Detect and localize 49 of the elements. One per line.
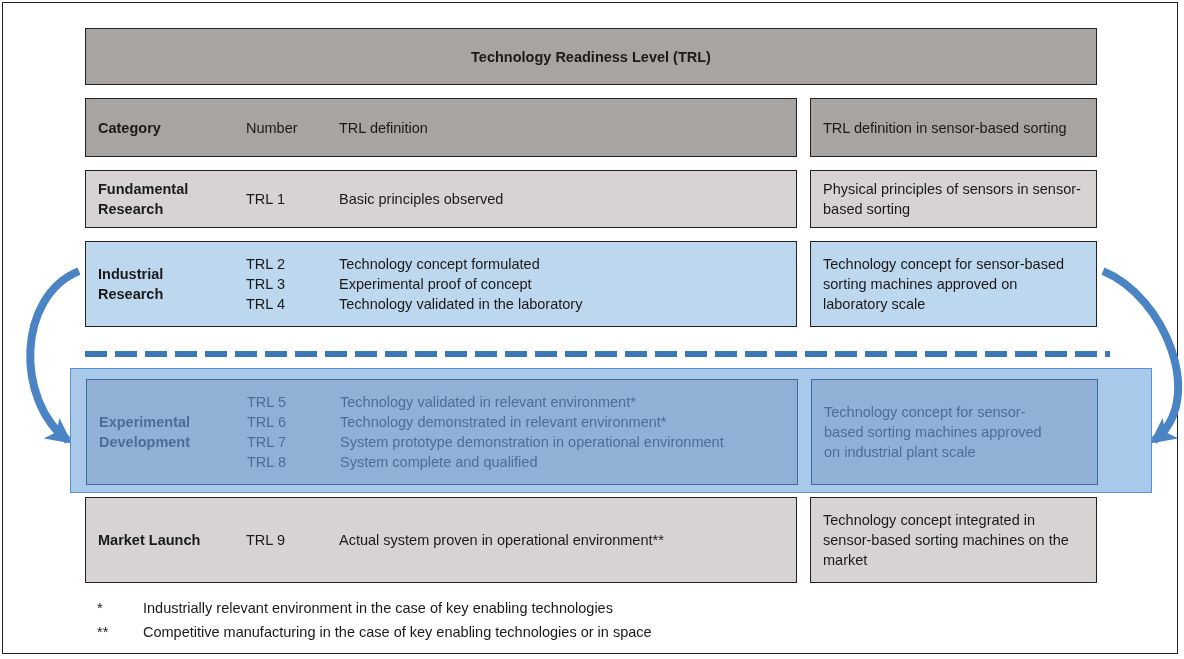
table-row-box: [810, 170, 1097, 228]
table-row-box: [86, 379, 798, 485]
trl-definition: Technology validated in relevant environment*: [340, 393, 636, 412]
column-header: TRL definition: [339, 118, 428, 138]
trl-number: TRL 5: [247, 393, 286, 412]
curved-arrow: [1101, 267, 1183, 445]
trl-number: TRL 4: [246, 295, 285, 314]
footnote-mark: **: [97, 623, 109, 642]
category-label: Fundamental Research: [98, 180, 190, 219]
curved-arrow: [26, 267, 81, 444]
column-header: Category: [98, 118, 162, 138]
table-row-box: [85, 170, 797, 228]
category-label: Market Launch: [98, 531, 202, 550]
footnote-mark: *: [97, 599, 103, 618]
trl-definition: Technology validated in the laboratory: [339, 295, 583, 314]
trl-definition: System prototype demonstration in operational environment: [340, 433, 724, 452]
table-row-box: [85, 497, 797, 583]
trl-number: TRL 7: [247, 433, 286, 452]
sorting-definition-text: Physical principles of sensors in sensor-based sorting: [823, 180, 1082, 219]
table-row-box: [811, 379, 1098, 485]
sorting-definition-text: Technology concept for sensor-based sorting machines approved on laboratory scale: [823, 255, 1065, 314]
band-box: [70, 368, 1152, 493]
trl-definition: Technology concept formulated: [339, 255, 540, 274]
table-row-box: [85, 98, 797, 157]
trl-number: TRL 3: [246, 275, 285, 294]
table-row-box: [810, 241, 1097, 327]
trl-number: TRL 1: [246, 190, 285, 209]
footnote-text: Industrially relevant environment in the case of key enabling technologies: [143, 599, 613, 618]
title-bar: [85, 28, 1097, 85]
sorting-definition-text: TRL definition in sensor-based sorting: [823, 118, 1068, 138]
category-label: Industrial Research: [98, 265, 165, 304]
trl-number: TRL 6: [247, 413, 286, 432]
trl-number: TRL 2: [246, 255, 285, 274]
footnote-text: Competitive manufacturing in the case of key enabling technologies or in space: [143, 623, 652, 642]
column-header: Number: [246, 118, 298, 138]
trl-definition: Technology demonstrated in relevant environment*: [340, 413, 667, 432]
trl-definition: Experimental proof of concept: [339, 275, 532, 294]
trl-definition: Actual system proven in operational environment**: [339, 531, 664, 550]
trl-number: TRL 8: [247, 453, 286, 472]
table-row-box: [85, 241, 797, 327]
trl-definition: System complete and qualified: [340, 453, 538, 472]
table-row-box: [810, 98, 1097, 157]
title-text: Technology Readiness Level (TRL): [470, 47, 712, 67]
trl-definition: Basic principles observed: [339, 190, 504, 209]
sorting-definition-text: Technology concept for sensor-based sorting machines approved on industrial plant scale: [824, 403, 1043, 462]
sorting-definition-text: Technology concept integrated in sensor-based sorting machines on the market: [823, 511, 1070, 570]
category-label: Experimental Development: [99, 413, 192, 452]
trl-number: TRL 9: [246, 531, 285, 550]
table-row-box: [810, 497, 1097, 583]
